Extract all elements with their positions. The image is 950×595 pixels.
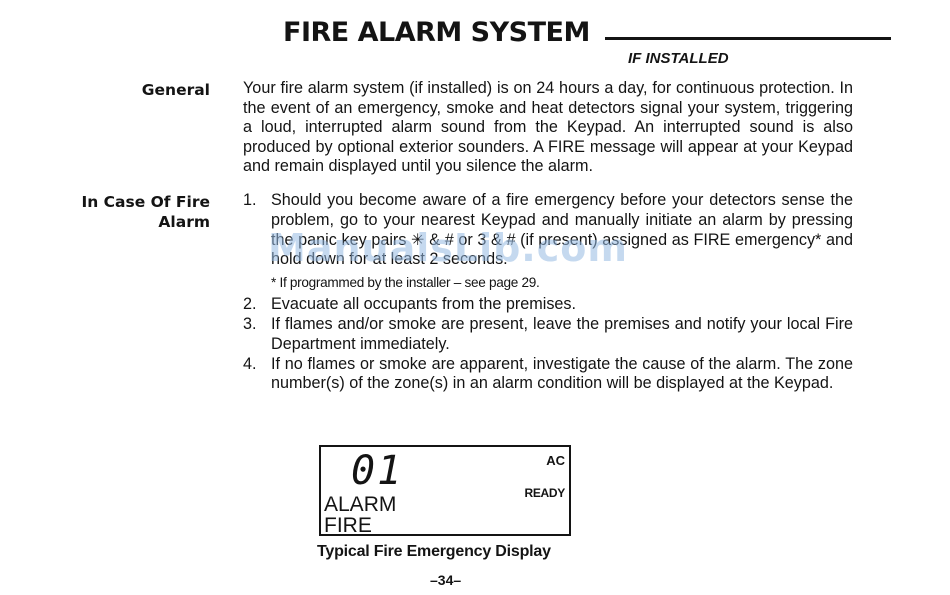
step-item: 1. Should you become aware of a fire eme… bbox=[243, 191, 853, 270]
ready-indicator: READY bbox=[524, 486, 565, 500]
page-number: –34– bbox=[430, 572, 462, 588]
step-item: 2. Evacuate all occupants from the premi… bbox=[243, 295, 853, 315]
step-text: Evacuate all occupants from the premises… bbox=[271, 295, 577, 314]
display-caption: Typical Fire Emergency Display bbox=[317, 543, 551, 560]
alarm-text: ALARM bbox=[324, 493, 397, 516]
footnote-item: * If programmed by the installer – see p… bbox=[243, 274, 853, 291]
step-number: 4. bbox=[243, 354, 257, 373]
keypad-display: 01 AC READY ALARM FIRE bbox=[319, 445, 571, 537]
general-paragraph: Your fire alarm system (if installed) is… bbox=[243, 79, 853, 176]
title-rule bbox=[605, 37, 891, 40]
fire-steps-list: 1. Should you become aware of a fire eme… bbox=[243, 191, 853, 394]
page-title: FIRE ALARM SYSTEM bbox=[283, 17, 590, 48]
step-text: If flames and/or smoke are present, leav… bbox=[271, 314, 853, 353]
fire-case-heading: In Case Of Fire Alarm bbox=[81, 192, 210, 232]
fire-text: FIRE bbox=[324, 514, 372, 537]
ac-indicator: AC bbox=[546, 453, 565, 468]
step-text: If no flames or smoke are apparent, inve… bbox=[271, 354, 853, 393]
fire-case-heading-line1: In Case Of Fire bbox=[81, 193, 210, 211]
page-subtitle: IF INSTALLED bbox=[628, 50, 729, 67]
step-text: Should you become aware of a fire emerge… bbox=[271, 191, 853, 269]
step-item: 3. If flames and/or smoke are present, l… bbox=[243, 315, 853, 355]
zone-digits: 01 bbox=[351, 448, 404, 494]
step-item: 4. If no flames or smoke are apparent, i… bbox=[243, 355, 853, 395]
step-number: 2. bbox=[243, 295, 257, 314]
footnote: * If programmed by the installer – see p… bbox=[271, 275, 540, 291]
step-number: 1. bbox=[243, 191, 257, 209]
fire-case-heading-line2: Alarm bbox=[158, 213, 210, 231]
general-heading: General bbox=[141, 81, 210, 99]
step-number: 3. bbox=[243, 314, 257, 333]
